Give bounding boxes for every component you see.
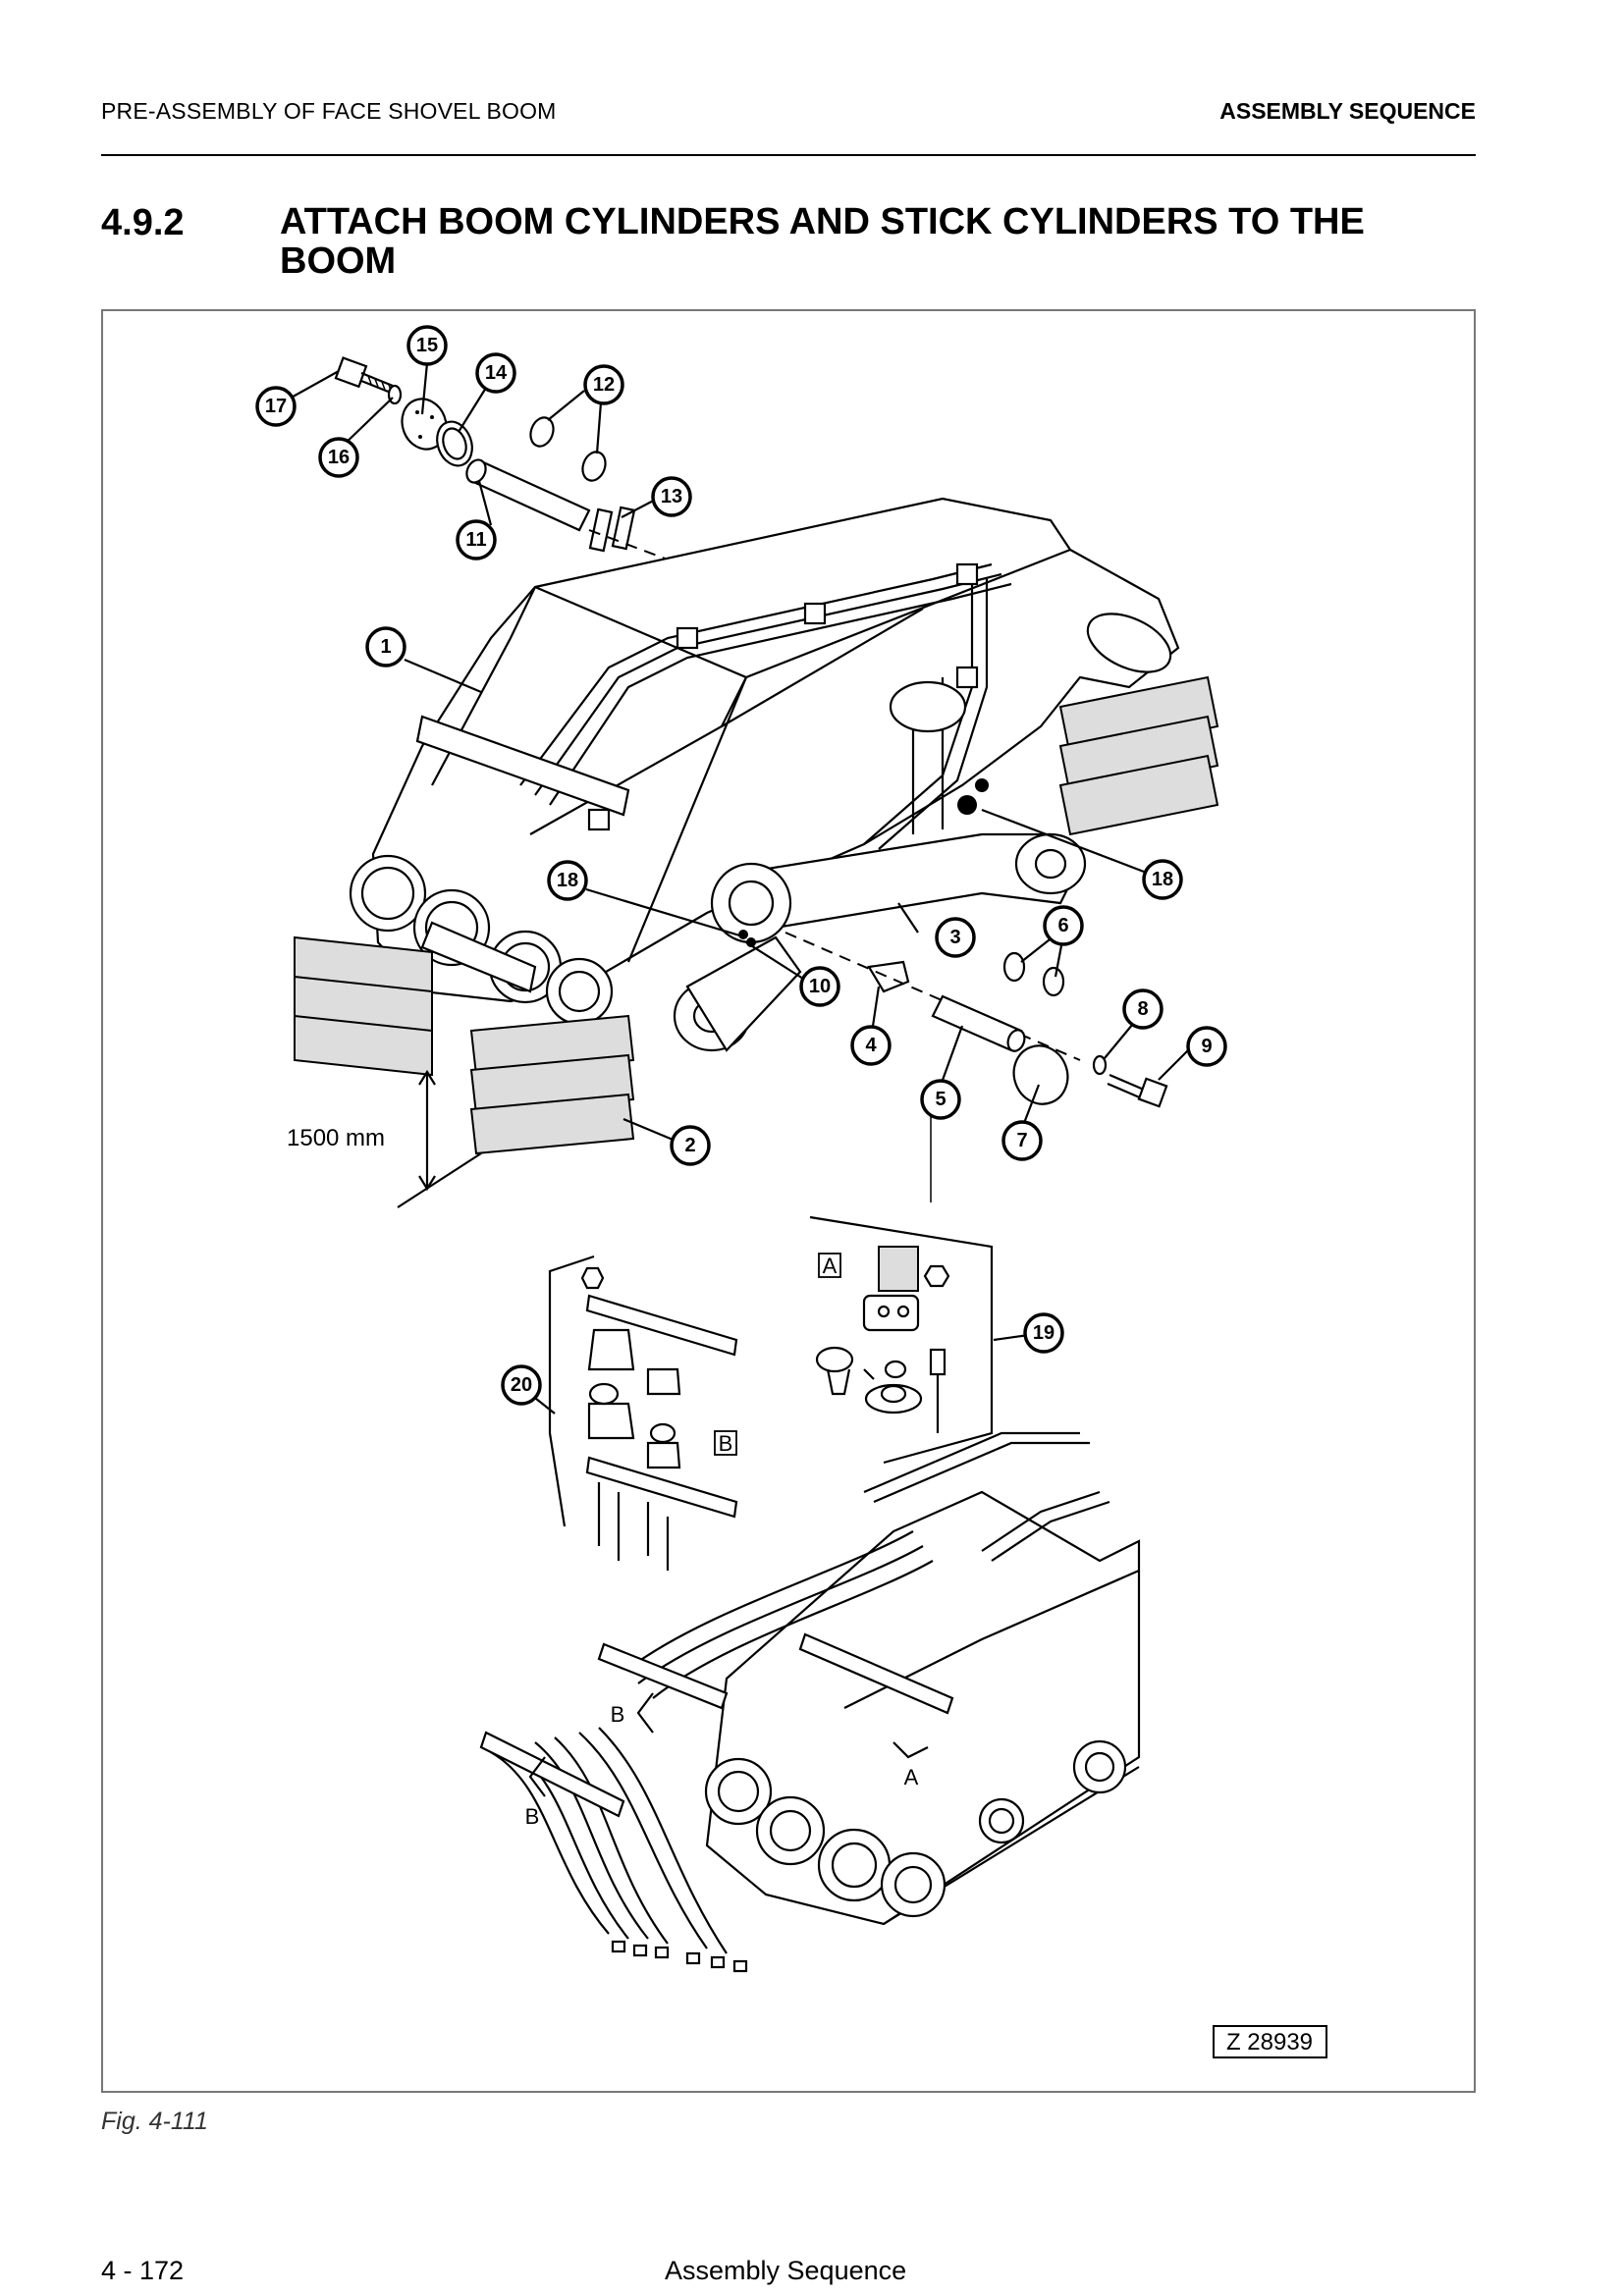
svg-text:14: 14	[485, 362, 508, 384]
leader-lines	[287, 362, 1194, 1415]
callout-10: 10	[799, 966, 840, 1007]
arrow-label-b-upper: B	[611, 1702, 625, 1727]
callout-3: 3	[935, 917, 976, 958]
detail-tag-b: B	[719, 1431, 733, 1456]
wood-blocks	[294, 675, 1219, 1155]
cylinder-assembly	[673, 677, 1168, 1108]
header-divider	[101, 154, 1476, 156]
callout-8: 8	[1122, 988, 1163, 1030]
callout-1: 1	[365, 626, 406, 667]
callout-17: 17	[255, 386, 297, 427]
callout-11: 11	[456, 519, 497, 561]
footer-title: Assembly Sequence	[665, 2256, 907, 2285]
detail-b	[548, 1255, 738, 1571]
detail-tag-b-box: B	[714, 1430, 737, 1456]
callout-18-left: 18	[547, 860, 588, 901]
svg-text:18: 18	[557, 870, 578, 891]
detail-tag-a-box: A	[818, 1253, 841, 1278]
svg-text:16: 16	[328, 447, 350, 468]
callout-16: 16	[318, 437, 359, 478]
svg-text:15: 15	[416, 335, 438, 356]
svg-text:13: 13	[661, 486, 682, 507]
callout-19: 19	[1023, 1312, 1064, 1354]
wood-stack-right	[1058, 675, 1219, 836]
svg-text:17: 17	[265, 396, 287, 417]
drawing-id-box: Z 28939	[1213, 2025, 1327, 2058]
wood-stack-center	[469, 1014, 635, 1155]
figure-caption: Fig. 4-111	[101, 2108, 208, 2135]
wood-stack-left	[294, 935, 433, 1077]
dimension-marker	[397, 1069, 482, 1208]
detail-tag-a: A	[823, 1254, 838, 1278]
svg-text:6: 6	[1057, 915, 1068, 936]
svg-text:11: 11	[465, 529, 486, 551]
callout-18-right: 18	[1142, 859, 1183, 900]
figure-frame	[101, 309, 1476, 2093]
lower-boom	[479, 1431, 1141, 1973]
drawing-id: Z 28939	[1226, 2029, 1313, 2056]
arrow-label-b-lower: B	[525, 1804, 540, 1829]
header-section-name: ASSEMBLY SEQUENCE	[1219, 98, 1476, 124]
header-chapter-title: PRE-ASSEMBLY OF FACE SHOVEL BOOM	[101, 98, 557, 124]
page-number: 4 - 172	[101, 2256, 185, 2285]
pin-parts-top	[334, 356, 747, 590]
svg-text:7: 7	[1016, 1130, 1027, 1151]
svg-text:4: 4	[865, 1035, 877, 1056]
svg-text:9: 9	[1201, 1036, 1212, 1057]
svg-text:20: 20	[511, 1374, 532, 1396]
arrow-label-a: A	[904, 1765, 919, 1789]
svg-text:8: 8	[1137, 998, 1148, 1020]
dimension-label: 1500 mm	[287, 1125, 385, 1151]
callout-20: 20	[501, 1364, 542, 1406]
callout-15: 15	[406, 325, 448, 366]
detail-a	[809, 1114, 994, 1465]
svg-text:12: 12	[593, 374, 615, 396]
svg-text:19: 19	[1033, 1322, 1055, 1344]
callout-14: 14	[475, 352, 516, 394]
svg-text:2: 2	[684, 1135, 695, 1156]
svg-text:1: 1	[380, 636, 391, 658]
svg-text:5: 5	[935, 1089, 946, 1110]
callout-6: 6	[1043, 905, 1084, 946]
callout-12: 12	[583, 364, 624, 405]
callout-5: 5	[920, 1079, 961, 1120]
svg-text:18: 18	[1152, 869, 1173, 890]
callout-4: 4	[850, 1025, 892, 1066]
section-number: 4.9.2	[101, 202, 185, 243]
callout-2: 2	[670, 1125, 711, 1166]
callout-9: 9	[1186, 1026, 1227, 1067]
svg-text:3: 3	[949, 927, 960, 948]
callout-7: 7	[1001, 1120, 1043, 1161]
section-title: ATTACH BOOM CYLINDERS AND STICK CYLINDER…	[280, 201, 1365, 282]
svg-text:10: 10	[809, 976, 831, 997]
callout-13: 13	[651, 476, 692, 517]
